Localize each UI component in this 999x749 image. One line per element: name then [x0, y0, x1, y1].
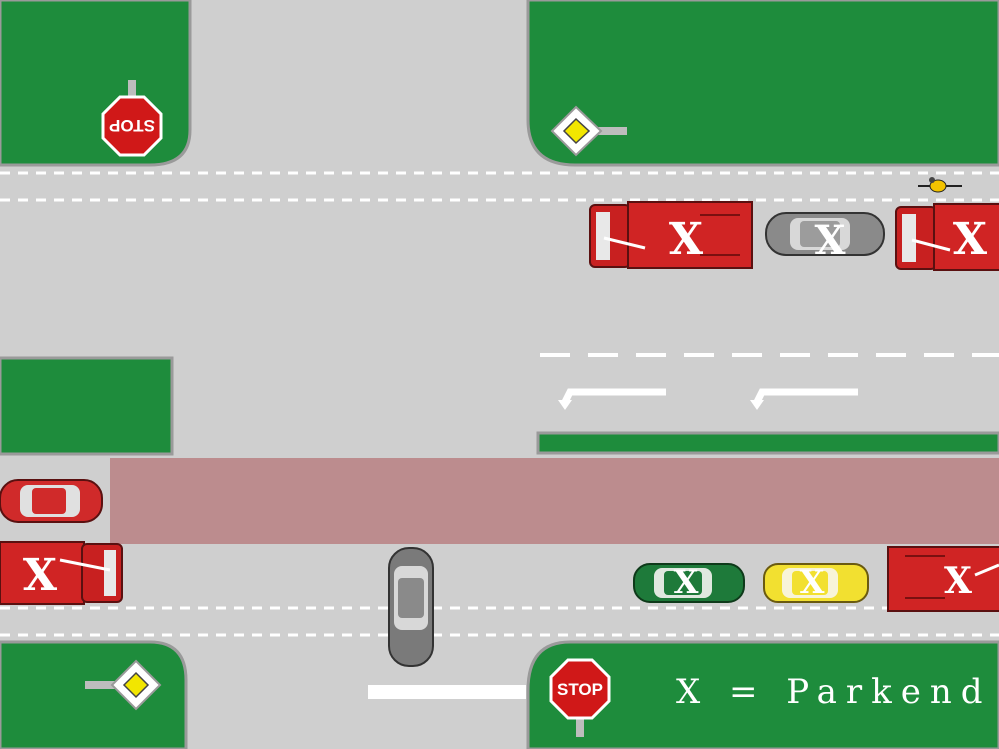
grey-car-moving: [388, 547, 434, 667]
cyclist: [918, 177, 962, 193]
parking-legend: X = Parkend: [676, 672, 992, 712]
priority-sign-top: [550, 105, 627, 157]
stop-sign-top-label: STOP: [109, 116, 155, 135]
bike-lane: [110, 458, 999, 544]
fire-truck-2-mark: X: [953, 214, 988, 265]
yellow-car-mark: X: [800, 563, 825, 601]
fire-truck-1-mark: X: [669, 214, 704, 265]
grass-median-left: [0, 356, 174, 456]
green-car-mark: X: [674, 563, 699, 601]
grey-car-parked: X: [765, 212, 885, 264]
stop-sign-bottom-label: STOP: [557, 680, 603, 699]
fire-truck-parked-2: X: [895, 203, 999, 271]
grass-bottom-left: [0, 640, 188, 749]
stop-sign-bottom: STOP: [549, 658, 611, 737]
grey-car-mark: X: [814, 217, 845, 264]
green-car-parked: X: [633, 563, 745, 603]
fire-truck-parked-4: X: [887, 546, 999, 612]
grass-bottom-right: [526, 640, 999, 749]
priority-sign-bottom: [85, 659, 162, 711]
fire-truck-3-mark: X: [23, 550, 58, 601]
yellow-car-parked: X: [763, 563, 869, 603]
stop-sign-top: STOP: [101, 80, 163, 157]
left-turn-arrow-2: [750, 388, 858, 410]
stop-line: [368, 685, 526, 699]
fire-truck-parked-3: X: [0, 541, 123, 605]
traffic-island-strip: [536, 431, 999, 455]
grass-top-left: [0, 0, 192, 167]
grass-top-right: [526, 0, 999, 167]
red-car: [0, 479, 103, 523]
fire-truck-4-mark: X: [944, 560, 972, 602]
left-turn-arrow-1: [558, 388, 666, 410]
fire-truck-parked-1: X: [589, 201, 753, 269]
